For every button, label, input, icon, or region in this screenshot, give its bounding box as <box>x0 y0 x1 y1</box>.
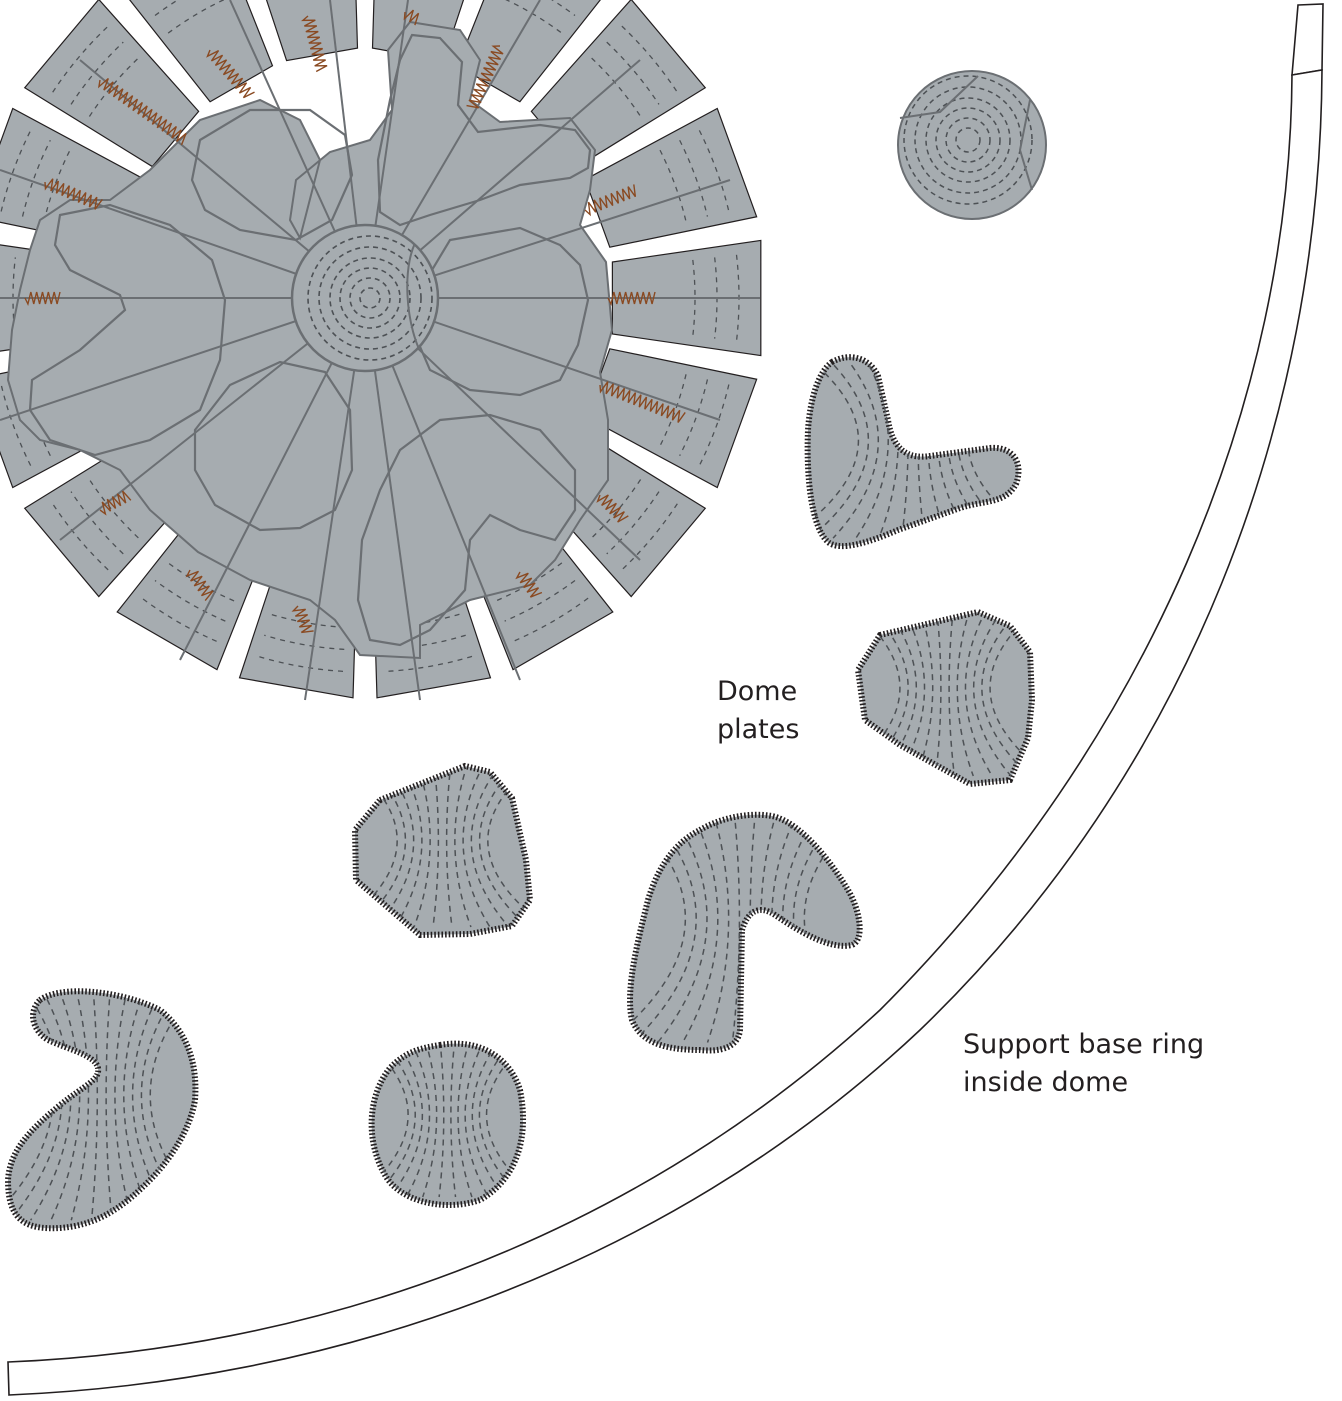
spring-connector <box>301 15 328 73</box>
spring-connector <box>596 494 629 523</box>
spring-connector <box>403 9 420 26</box>
dome-plate-fan-middle <box>351 762 534 939</box>
support-base-ring <box>7 3 1324 1396</box>
dome-plate-fan-right <box>854 608 1036 788</box>
spring-connector <box>584 184 637 217</box>
dome-plates-label-line2: plates <box>717 714 800 745</box>
support-ring-label-line1: Support base ring <box>963 1029 1205 1060</box>
spring-connector <box>185 569 214 602</box>
spring-connector <box>291 605 314 634</box>
spring-connector <box>599 381 686 423</box>
spring-connector <box>466 45 504 109</box>
support-ring-label-line2: inside dome <box>963 1067 1129 1098</box>
dome-plate-round-lower <box>368 1040 526 1209</box>
dome-plate-boomerang-center <box>627 811 863 1054</box>
assembled-dome <box>0 0 762 701</box>
petal-outlines <box>28 33 592 647</box>
dome-plates-label-line1: Dome <box>717 676 798 707</box>
dome-flap <box>456 0 601 103</box>
dome-plate-boomerang-left <box>4 988 199 1232</box>
dome-plate-cap <box>897 70 1047 220</box>
center-cap-rings <box>307 235 433 361</box>
spring-connectors <box>24 9 686 634</box>
spring-connector <box>607 291 656 307</box>
spring-connector <box>206 49 255 99</box>
dome-plates-label: Dome plates <box>717 673 799 749</box>
spring-connector <box>99 490 132 516</box>
support-ring-label: Support base ring inside dome <box>963 1026 1204 1102</box>
spring-connector <box>97 77 187 146</box>
spring-connector <box>24 291 61 307</box>
spring-connector <box>44 178 103 210</box>
spring-connector <box>515 571 543 598</box>
dome-plate-boomerang-upper <box>804 354 1022 549</box>
dome-center-cap <box>290 223 440 373</box>
